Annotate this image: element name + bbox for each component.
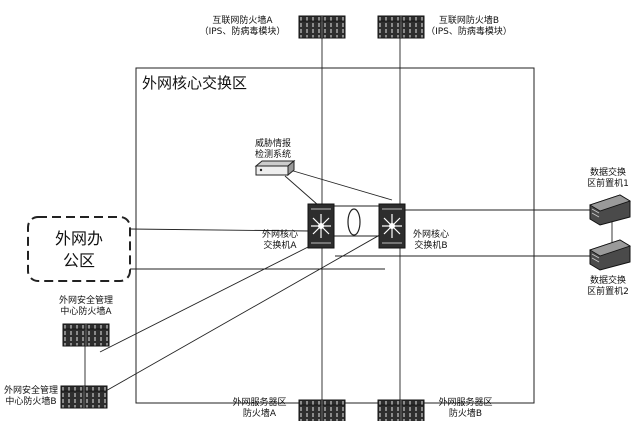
office-label-line2: 公区 [62, 251, 95, 270]
link-aggregation-ellipse [347, 208, 361, 236]
data-exchange-2-label: 数据交换 区前置机2 [578, 276, 638, 298]
office-zone-border [27, 216, 131, 282]
office-zone-label: 外网办 公区 [45, 228, 113, 272]
fw-internet-a-name: 互联网防火墙A [212, 16, 273, 26]
sec-mgmt-fw-a-label: 外网安全管理 中心防火墙A [46, 296, 126, 318]
core-switch-a-name-1: 外网核心 [261, 230, 298, 240]
core-switch-icon [307, 203, 335, 249]
sec-mgmt-fw-a-name-2: 中心防火墙A [60, 307, 112, 317]
core-zone-border [135, 67, 535, 404]
sec-mgmt-fw-b-name-1: 外网安全管理 [3, 386, 58, 396]
core-switch-b-name-1: 外网核心 [412, 230, 449, 240]
server-fw-a-name-2: 防火墙A [242, 409, 277, 419]
fw-internet-a-label: 互联网防火墙A （IPS、防病毒模块） [190, 16, 295, 38]
core-switch-a-name-2: 交换机A [263, 241, 297, 251]
threat-intel-name-2: 检测系统 [254, 150, 291, 160]
server-fw-a-name-1: 外网服务器区 [232, 398, 287, 408]
data-exchange-1-label: 数据交换 区前置机1 [578, 168, 638, 190]
sec-mgmt-fw-b-name-2: 中心防火墙B [5, 397, 57, 407]
server-fw-b-name-2: 防火墙B [448, 409, 483, 419]
server-fw-a-label: 外网服务器区 防火墙A [222, 398, 297, 420]
data-exchange-2-name-1: 数据交换 [589, 276, 626, 286]
threat-intel-name-1: 威胁情报 [254, 139, 291, 149]
firewall-icon [60, 385, 108, 409]
fw-internet-a-note: （IPS、防病毒模块） [199, 27, 286, 37]
firewall-icon [298, 399, 346, 421]
fw-internet-b-label: 互联网防火墙B （IPS、防病毒模块） [414, 16, 524, 38]
data-exchange-1-name-1: 数据交换 [589, 168, 626, 178]
data-exchange-1-name-2: 区前置机1 [587, 179, 629, 189]
firewall-icon [62, 323, 110, 347]
threat-intel-label: 威胁情报 检测系统 [248, 139, 298, 161]
data-exchange-2-name-2: 区前置机2 [587, 287, 629, 297]
sec-mgmt-fw-a-name-1: 外网安全管理 [58, 296, 113, 306]
fw-internet-b-name: 互联网防火墙B [438, 16, 500, 26]
core-switch-b-label: 外网核心 交换机B [406, 230, 456, 252]
fw-internet-b-note: （IPS、防病毒模块） [426, 27, 512, 37]
server-icon [589, 194, 631, 226]
firewall-icon [298, 15, 346, 39]
core-switch-b-name-2: 交换机B [414, 241, 448, 251]
server-icon [589, 239, 631, 271]
core-switch-a-label: 外网核心 交换机A [254, 230, 306, 252]
core-switch-icon [378, 203, 406, 249]
firewall-icon [377, 399, 425, 421]
server-fw-b-label: 外网服务器区 防火墙B [428, 398, 503, 420]
server-fw-b-name-1: 外网服务器区 [438, 398, 493, 408]
threat-detector-icon [254, 159, 296, 177]
office-label-line1: 外网办 [54, 229, 103, 248]
zone-title: 外网核心交换区 [142, 74, 248, 92]
sec-mgmt-fw-b-label: 外网安全管理 中心防火墙B [0, 386, 62, 408]
